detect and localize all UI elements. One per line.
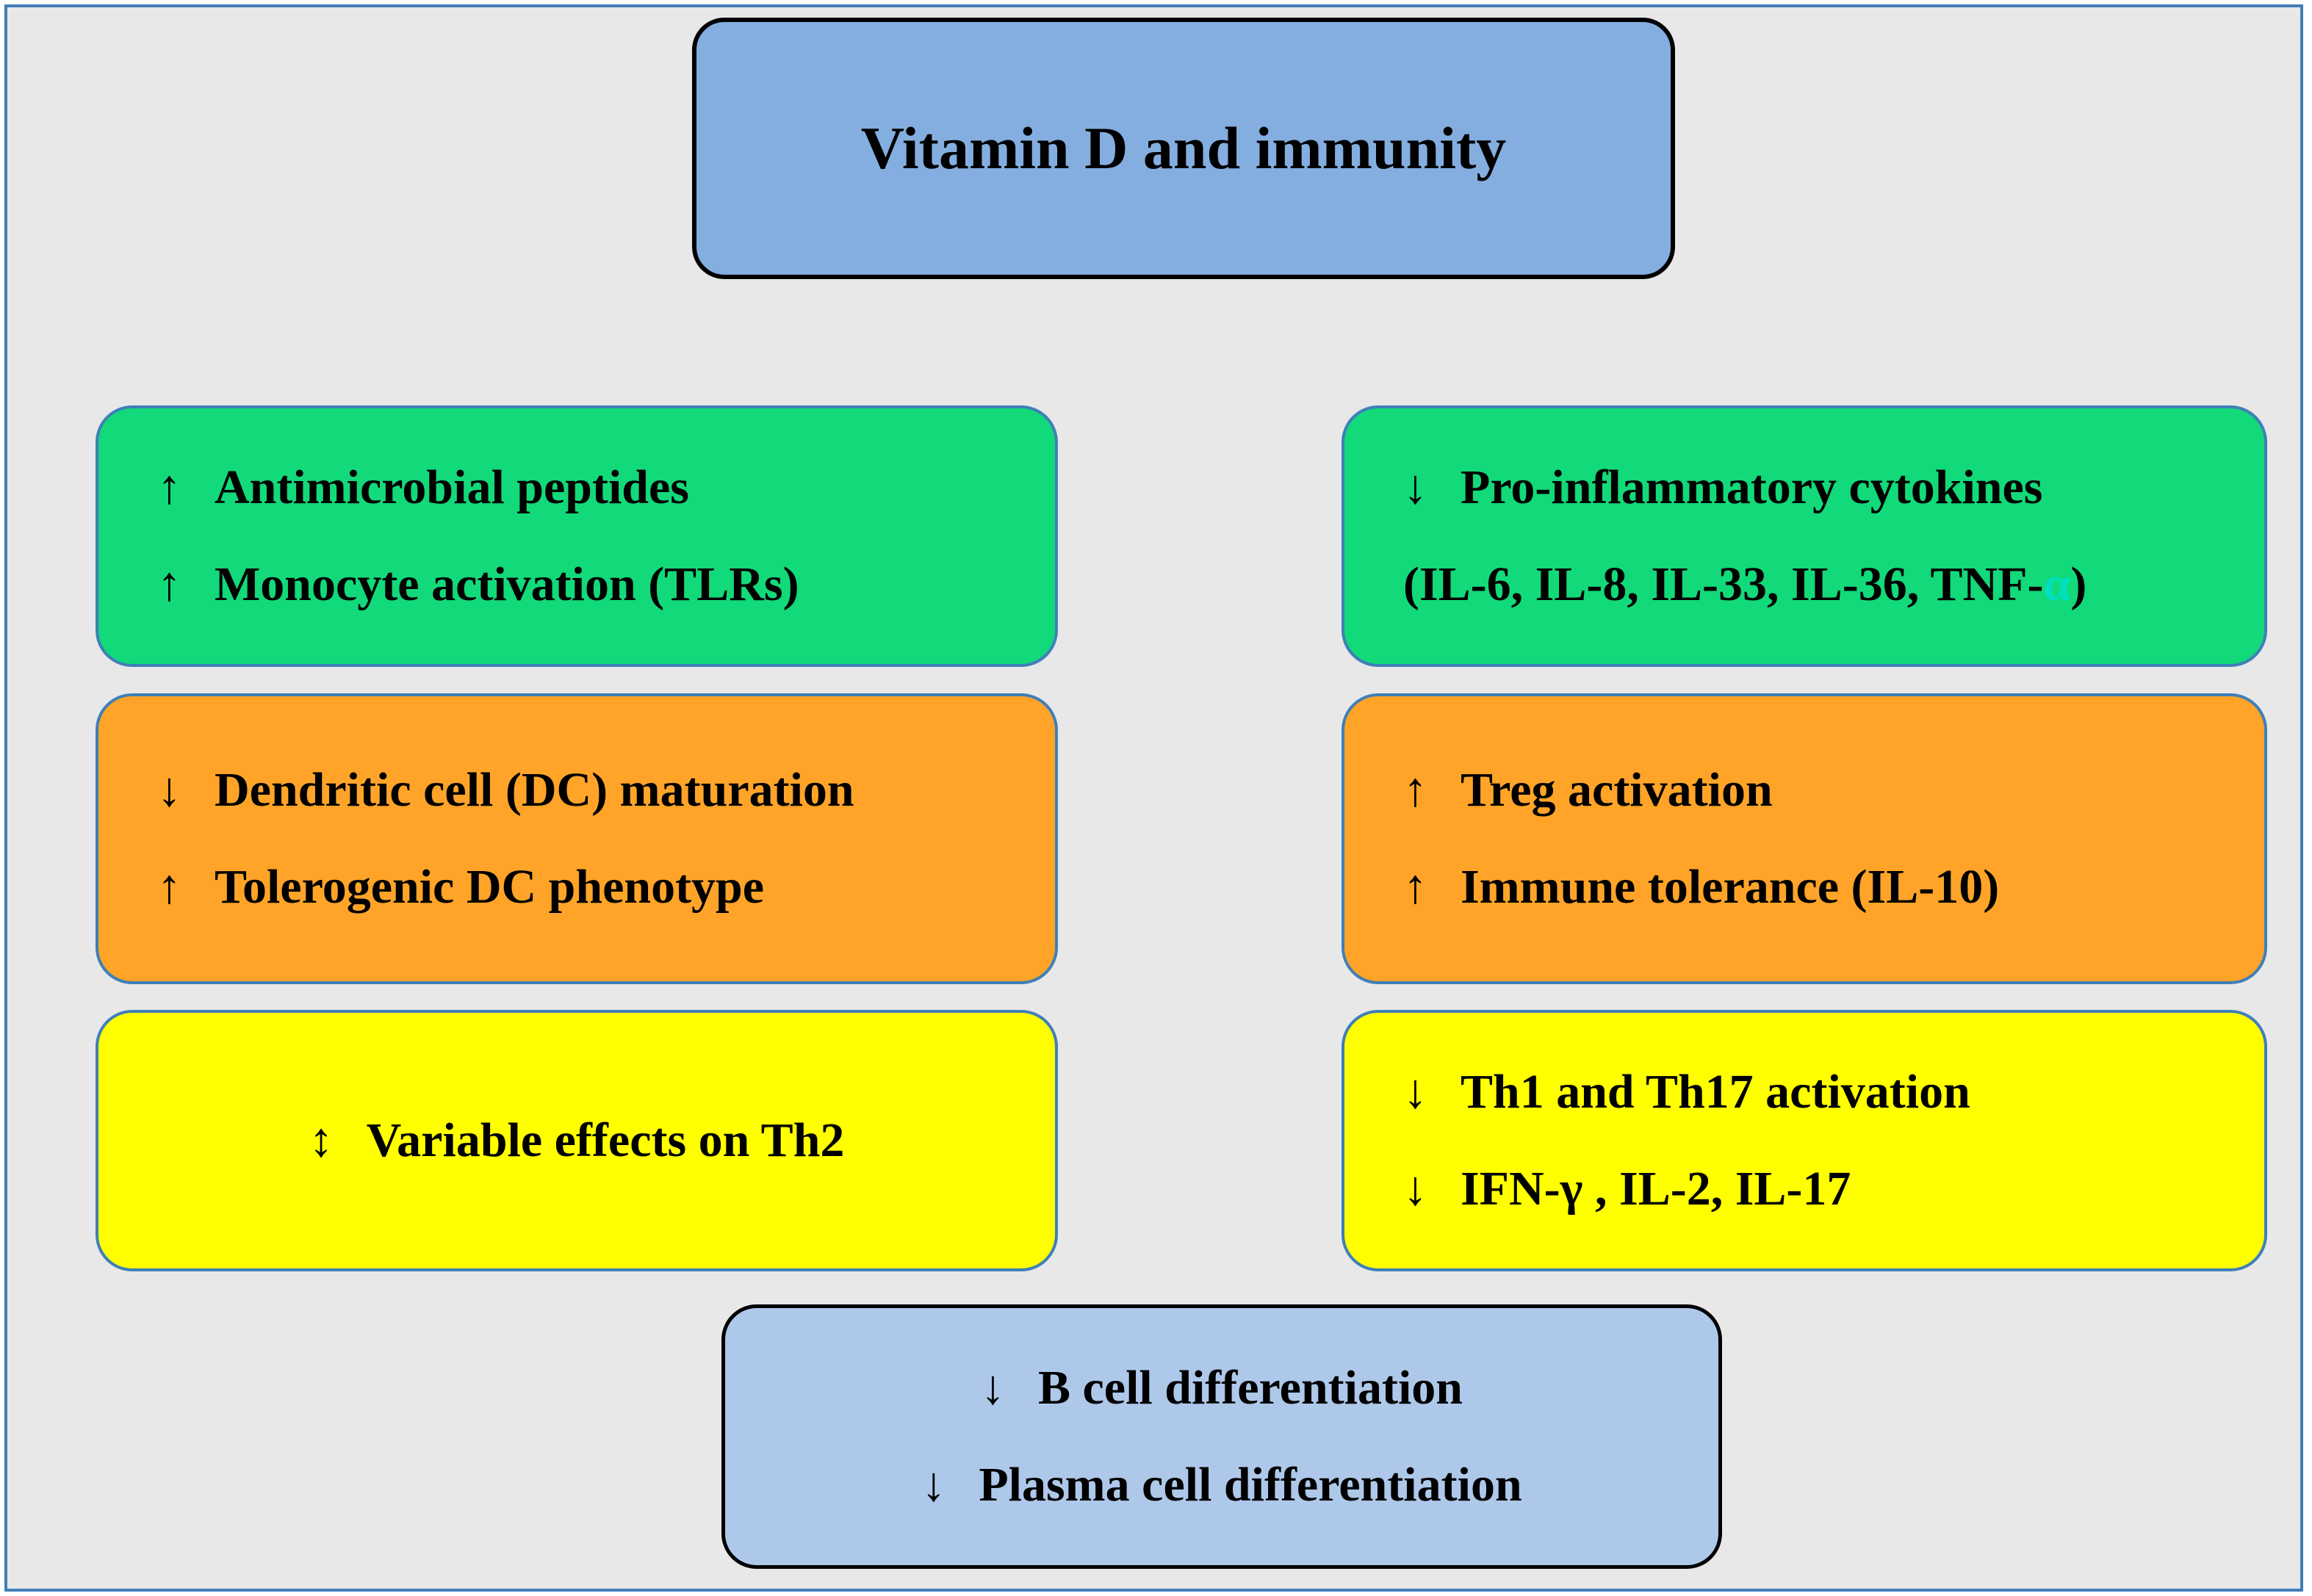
ifn-text: IFN-γ , IL-2, IL-17 [1461, 1162, 1851, 1216]
cytokine-list-close: ) [2070, 557, 2087, 611]
immune-tolerance-line: ↑ Immune tolerance (IL-10) [1403, 863, 2264, 911]
cytokine-list-line: (IL-6, IL-8, IL-33, IL-36, TNF-α) [1403, 560, 2264, 609]
up-arrow-icon: ↑ [157, 461, 181, 514]
pro-inflammatory-line: ↓ Pro-inflammatory cytokines [1403, 463, 2264, 512]
th1-th17-box: ↓ Th1 and Th17 activation ↓ IFN-γ , IL-2… [1342, 1010, 2267, 1271]
up-down-arrow-icon: ↕ [309, 1113, 334, 1167]
immune-tolerance-text: Immune tolerance (IL-10) [1461, 860, 2000, 914]
monocyte-text: Monocyte activation (TLRs) [215, 557, 799, 611]
tolerogenic-line: ↑ Tolerogenic DC phenotype [157, 863, 1055, 911]
pro-inflammatory-text: Pro-inflammatory cytokines [1461, 461, 2043, 514]
plasma-cell-text: Plasma cell differentiation [979, 1458, 1522, 1512]
down-arrow-icon: ↓ [1403, 1162, 1427, 1216]
monocyte-line: ↑ Monocyte activation (TLRs) [157, 560, 1055, 609]
title-box: Vitamin D and immunity [692, 18, 1675, 279]
down-arrow-icon: ↓ [921, 1458, 946, 1512]
treg-text: Treg activation [1461, 763, 1773, 817]
up-arrow-icon: ↑ [1403, 763, 1427, 817]
th1-th17-line: ↓ Th1 and Th17 activation [1403, 1068, 2264, 1116]
plasma-cell-line: ↓ Plasma cell differentiation [921, 1461, 1521, 1509]
treg-line: ↑ Treg activation [1403, 766, 2264, 815]
dendritic-cell-box: ↓ Dendritic cell (DC) maturation ↑ Toler… [96, 693, 1058, 984]
diagram-title: Vitamin D and immunity [860, 115, 1507, 181]
treg-box: ↑ Treg activation ↑ Immune tolerance (IL… [1342, 693, 2267, 984]
b-cell-text: B cell differentiation [1037, 1361, 1463, 1415]
up-arrow-icon: ↑ [157, 860, 181, 914]
up-arrow-icon: ↑ [157, 557, 181, 611]
th2-box: ↕ Variable effects on Th2 [96, 1010, 1058, 1271]
th2-line: ↕ Variable effects on Th2 [309, 1116, 845, 1165]
antimicrobial-text: Antimicrobial peptides [215, 461, 689, 514]
cytokine-list-text: (IL-6, IL-8, IL-33, IL-36, TNF- [1403, 557, 2044, 611]
down-arrow-icon: ↓ [1403, 1065, 1427, 1119]
b-cell-box: ↓ B cell differentiation ↓ Plasma cell d… [721, 1304, 1722, 1569]
down-arrow-icon: ↓ [980, 1361, 1005, 1415]
alpha-symbol: α [2043, 557, 2071, 611]
down-arrow-icon: ↓ [1403, 461, 1427, 514]
innate-immunity-box: ↑ Antimicrobial peptides ↑ Monocyte acti… [96, 405, 1058, 667]
th2-text: Variable effects on Th2 [366, 1113, 845, 1167]
dc-maturation-text: Dendritic cell (DC) maturation [215, 763, 854, 817]
down-arrow-icon: ↓ [157, 763, 181, 817]
th1-th17-text: Th1 and Th17 activation [1461, 1065, 1970, 1119]
tolerogenic-text: Tolerogenic DC phenotype [215, 860, 765, 914]
diagram-frame: Vitamin D and immunity ↑ Antimicrobial p… [4, 4, 2303, 1592]
up-arrow-icon: ↑ [1403, 860, 1427, 914]
antimicrobial-line: ↑ Antimicrobial peptides [157, 463, 1055, 512]
ifn-line: ↓ IFN-γ , IL-2, IL-17 [1403, 1165, 2264, 1213]
b-cell-line: ↓ B cell differentiation [981, 1364, 1463, 1412]
cytokines-box: ↓ Pro-inflammatory cytokines (IL-6, IL-8… [1342, 405, 2267, 667]
dc-maturation-line: ↓ Dendritic cell (DC) maturation [157, 766, 1055, 815]
